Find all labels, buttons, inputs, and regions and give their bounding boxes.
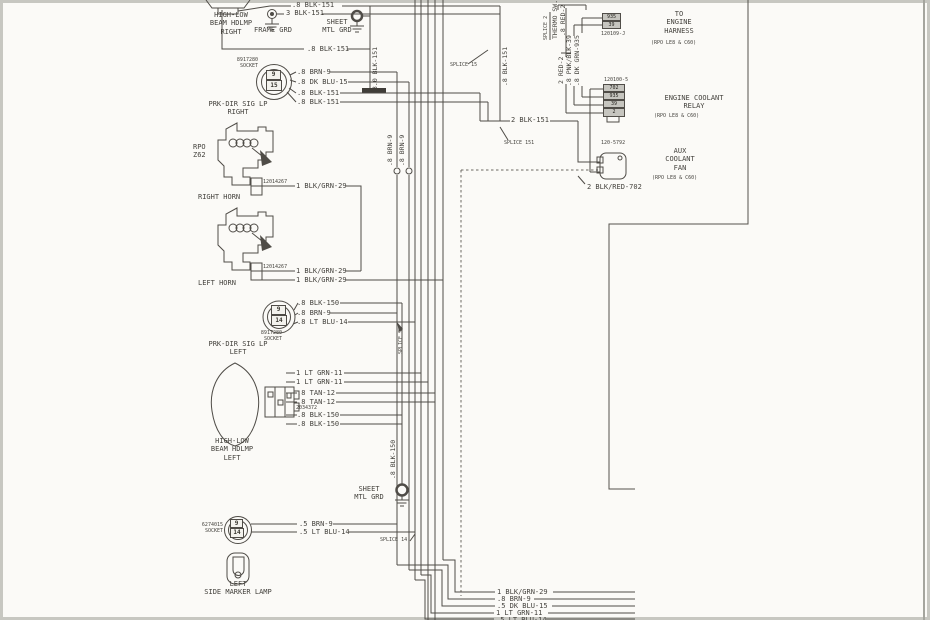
- label-side-marker-socket: 6274015 SOCKET: [201, 522, 223, 535]
- wire-label-brn9-vert2: .8 BRN-9: [398, 134, 406, 166]
- frame-ground-symbol: [265, 9, 279, 31]
- wire-label-bot-ltblu14: .5 LT BLU-14: [496, 616, 547, 620]
- cell-relay-2: 2: [603, 108, 625, 117]
- sheet-metal-ground-top-symbol: [350, 9, 370, 33]
- cell-harness-935: 935: [602, 13, 621, 21]
- wire-label-tan12-b: .8 TAN-12: [297, 398, 335, 406]
- wire-label-ltblu14-marker: .5 LT BLU-14: [299, 528, 350, 536]
- splice-label-2: SPLICE 2: [543, 15, 549, 40]
- label-prk-dir-right: PRK-DIR SIG LP RIGHT: [208, 100, 268, 117]
- label-engine-harness-conn: 120109-J: [601, 31, 626, 37]
- wire-label-brn9-vert1: .8 BRN-9: [386, 134, 394, 166]
- wire-label-bot-dkblu15: .5 DK BLU-15: [497, 602, 548, 610]
- wire-label-dkgrn935-vert: .8 DK GRN-935: [573, 35, 581, 86]
- pin-prk-right-9: 9: [266, 70, 281, 80]
- label-rpo-z62: RPO Z62: [193, 143, 206, 160]
- label-aux-fan-conn: 120-5792: [601, 140, 626, 146]
- label-side-marker: LEFT SIDE MARKER LAMP: [204, 580, 272, 597]
- wire-label-blk150-a: .8 BLK-150: [297, 299, 340, 307]
- label-coolant-relay-note: (RPO LE8 & C60): [654, 113, 700, 119]
- label-hl-beam-right: HIGH-LOW BEAM HDLMP RIGHT: [209, 11, 253, 36]
- prk-dir-right-connector: [256, 64, 297, 103]
- label-right-horn: RIGHT HORN: [198, 193, 241, 201]
- wire-label-2blk151: 2 BLK-151: [511, 116, 549, 124]
- wire-label-blk151-top: .8 BLK-151: [292, 1, 335, 9]
- wire-label-blk151-vert: .8 BLK-151: [501, 46, 509, 86]
- wire-label-ltgrn11-b: 1 LT GRN-11: [296, 378, 343, 386]
- splice-label-14: SPLICE 14: [380, 537, 408, 543]
- wire-label-blkgrn29-left2: 1 BLK/GRN-29: [296, 276, 347, 284]
- splice9-arrow: [397, 322, 403, 332]
- label-hl-beam-left: HIGH-LOW BEAM HDLMP LEFT: [210, 437, 254, 462]
- splice15-leader: [467, 49, 489, 65]
- wire-label-bot-blkgrn29: 1 BLK/GRN-29: [497, 588, 548, 596]
- label-sheet-mtl-grd-top: SHEET MTL GRD: [322, 18, 352, 35]
- cell-relay-702: 702: [603, 84, 625, 92]
- headlamp-right-symbol: [205, 0, 304, 50]
- wire-label-bot-brn9: .8 BRN-9: [497, 595, 531, 603]
- pin-marker-9: 9: [230, 519, 243, 528]
- label-aux-fan-note: (RPO LE8 & C60): [652, 175, 698, 181]
- label-engine-harness-note: (RPO LE8 & C60): [651, 40, 697, 46]
- harness-section-border: [608, 0, 749, 490]
- pin-prk-left-14: 14: [271, 315, 287, 326]
- wire-label-blkred702: 2 BLK/RED-702: [587, 183, 642, 191]
- wire-label-8red2-vert: .8 RED-2: [559, 4, 567, 36]
- splice-label-15: SPLICE 15: [450, 62, 478, 68]
- wire-label-brn9-left: .8 BRN-9: [297, 309, 331, 317]
- wire-label-30blk151-vert: 3.0 BLK-151: [371, 46, 379, 90]
- headlamp-left-symbol: [210, 362, 300, 447]
- cell-relay-39: 39: [603, 100, 625, 108]
- label-prk-dir-left: PRK-DIR SIG LP LEFT: [208, 340, 268, 357]
- wire-label-blkgrn29-right: 1 BLK/GRN-29: [296, 182, 347, 190]
- side-marker-lamp-symbol: [226, 552, 250, 585]
- splice151-leader: [499, 126, 509, 141]
- aux-fan-connector: [596, 152, 627, 180]
- label-right-horn-conn: 12014267: [263, 179, 288, 185]
- pin-prk-left-9: 9: [271, 305, 286, 315]
- splice-label-151: SPLICE 151: [504, 140, 535, 146]
- pin-marker-14: 14: [230, 528, 244, 538]
- label-left-horn: LEFT HORN: [198, 279, 236, 287]
- dashed-boundary: [460, 169, 598, 596]
- wire-label-bot-ltgrn11: 1 LT GRN-11: [496, 609, 543, 617]
- wire-label-blk151-c: .8 BLK-151: [297, 89, 340, 97]
- label-prk-right-socket: 8917280 SOCKET: [236, 57, 258, 70]
- label-coolant-relay: ENGINE COOLANT RELAY: [664, 94, 724, 111]
- wire-label-blk150-b: .8 BLK-150: [297, 411, 340, 419]
- label-prk-left-socket: 8917280 SOCKET: [260, 330, 282, 343]
- wire-label-ltgrn11-a: 1 LT GRN-11: [296, 369, 343, 377]
- wire-label-3blk151: 3 BLK-151: [286, 9, 324, 17]
- wire-label-blk151-mid: .8 BLK-151: [307, 45, 350, 53]
- cell-harness-39: 39: [602, 21, 621, 29]
- label-left-horn-conn: 12014267: [263, 264, 288, 270]
- pin-prk-right-15: 15: [266, 80, 282, 91]
- wire-label-tan12-a: .8 TAN-12: [297, 389, 335, 397]
- wire-label-ltblu14-left: .8 LT BLU-14: [297, 318, 348, 326]
- label-frame-grd: FRAME GRD: [254, 26, 292, 34]
- wire-label-dkblu15-right: .8 DK BLU-15: [297, 78, 348, 86]
- wire-label-brn9-right: .8 BRN-9: [297, 68, 331, 76]
- cell-relay-935: 935: [603, 92, 625, 100]
- relay-area-wiring: [549, 4, 603, 185]
- wire-label-blk151-d: .8 BLK-151: [297, 98, 340, 106]
- horn-symbol-right: [217, 122, 274, 196]
- wire-label-blk150-c: .8 BLK-150: [297, 420, 340, 428]
- label-aux-fan: AUX COOLANT FAN: [665, 147, 695, 172]
- label-sheet-mtl-grd-bottom: SHEET MTL GRD: [354, 485, 384, 502]
- bulkhead-splice-bar: [362, 88, 386, 93]
- label-coolant-relay-conn: 120100-5: [604, 77, 629, 83]
- inline-terminal: [405, 167, 413, 175]
- wire-label-blkgrn29-left1: 1 BLK/GRN-29: [296, 267, 347, 275]
- splice14-leader: [409, 533, 416, 542]
- splice-label-9: SPLICE 9: [398, 329, 404, 354]
- wire-label-blk150-vert: .8 BLK-150: [389, 439, 397, 479]
- inline-terminal: [393, 167, 401, 175]
- label-to-engine-harness: TO ENGINE HARNESS: [664, 10, 694, 35]
- label-hl-left-conn: 2034372: [296, 405, 318, 411]
- wire-label-brn9-marker: .5 BRN-9: [299, 520, 333, 528]
